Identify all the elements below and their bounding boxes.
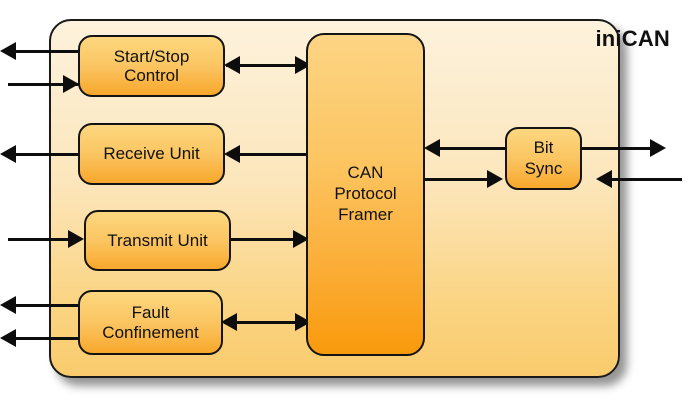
block-can-protocol-framer-line3: Framer bbox=[338, 204, 393, 224]
wire-transmit-framer bbox=[230, 238, 296, 241]
arrowhead-bitsync-framer bbox=[424, 139, 440, 157]
arrowhead-receive-out-left bbox=[0, 145, 16, 163]
block-fault-confinement-line1: Fault bbox=[131, 303, 170, 323]
arrowhead-transmit-framer bbox=[293, 230, 309, 248]
wire-bitsync-framer bbox=[440, 147, 508, 150]
wire-fault-out-left-upper bbox=[16, 304, 106, 307]
block-can-protocol-framer-line2: Protocol bbox=[334, 184, 397, 204]
block-receive-unit-label: Receive Unit bbox=[103, 144, 200, 164]
block-bit-sync-line1: Bit bbox=[533, 138, 554, 158]
block-fault-confinement[interactable]: Fault Confinement bbox=[78, 290, 223, 355]
arrowhead-framer-bitsync bbox=[487, 170, 503, 188]
arrowhead-fault-out-left-upper bbox=[0, 296, 16, 314]
arrowhead-fault-framer-left bbox=[221, 313, 237, 331]
block-start-stop-control-line2: Control bbox=[124, 66, 179, 85]
block-start-stop-control[interactable]: Start/Stop Control bbox=[78, 35, 225, 97]
wire-startstop-out-left bbox=[16, 50, 106, 53]
block-fault-confinement-line2: Confinement bbox=[102, 322, 199, 342]
diagram-title: iniCAN bbox=[595, 26, 670, 51]
wire-fault-framer bbox=[224, 321, 311, 324]
arrowhead-startstop-framer-left bbox=[224, 56, 240, 74]
wire-bitsync-out-right bbox=[580, 147, 656, 150]
block-can-protocol-framer[interactable]: CAN Protocol Framer bbox=[306, 33, 425, 356]
block-transmit-unit[interactable]: Transmit Unit bbox=[84, 210, 231, 271]
wire-startstop-framer bbox=[226, 64, 311, 67]
arrowhead-framer-receive bbox=[224, 145, 240, 163]
block-bit-sync[interactable]: Bit Sync bbox=[505, 127, 582, 190]
arrowhead-bitsync-in-right bbox=[596, 170, 612, 188]
wire-bitsync-in-right bbox=[600, 178, 682, 181]
wire-fault-out-left-lower bbox=[16, 337, 106, 340]
wire-receive-out-left bbox=[16, 153, 106, 156]
wire-startstop-in-left bbox=[8, 83, 80, 86]
wire-framer-receive bbox=[240, 153, 312, 156]
wire-framer-bitsync bbox=[424, 178, 490, 181]
block-bit-sync-line2: Sync bbox=[524, 158, 563, 178]
arrowhead-bitsync-out-right bbox=[650, 139, 666, 157]
block-start-stop-control-line1: Start/Stop bbox=[113, 46, 190, 66]
block-receive-unit[interactable]: Receive Unit bbox=[78, 123, 225, 185]
arrowhead-transmit-in-left bbox=[68, 230, 84, 248]
wire-transmit-in-left bbox=[8, 238, 80, 241]
arrowhead-startstop-out-left bbox=[0, 42, 16, 60]
arrowhead-startstop-in-left bbox=[63, 75, 79, 93]
block-transmit-unit-label: Transmit Unit bbox=[107, 230, 208, 250]
arrowhead-fault-out-left-lower bbox=[0, 329, 16, 347]
block-can-protocol-framer-line1: CAN bbox=[347, 163, 384, 183]
